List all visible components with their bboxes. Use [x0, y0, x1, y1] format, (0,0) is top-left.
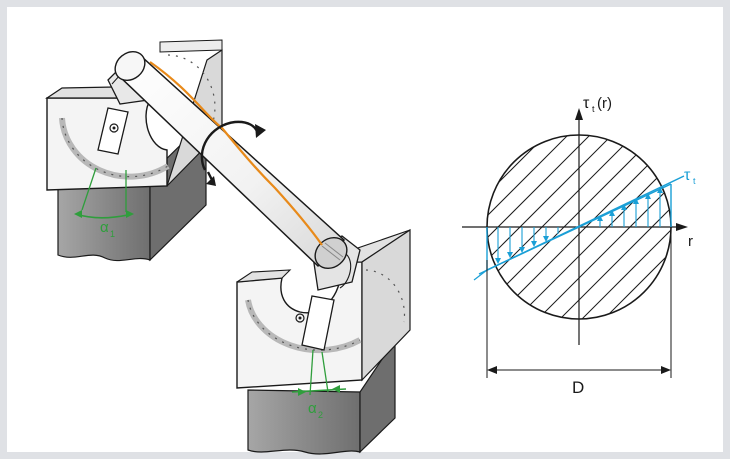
angle-alpha2: α 2: [291, 349, 347, 420]
right-support-post: [247, 389, 361, 455]
torque-arrow: [200, 120, 260, 171]
specimen-rod: [114, 50, 348, 270]
twist-marker-line: [149, 61, 323, 246]
tau-line-subscript: t: [693, 176, 696, 186]
diameter-label: D: [572, 378, 584, 397]
alpha2-label: α: [308, 400, 317, 417]
tau-axis-label: τ: [583, 95, 590, 112]
alpha1-subscript: 1: [110, 229, 115, 239]
r-axis-label: r: [688, 233, 693, 250]
tau-axis-subscript: t: [592, 104, 595, 114]
tau-line-label: τ: [684, 167, 691, 184]
cross-section-diagram: τ t (r) τ t r D: [462, 95, 696, 397]
alpha1-label: α: [100, 219, 109, 236]
right-clamp-stand: [236, 228, 411, 455]
section-hatching: [487, 135, 671, 319]
left-support-post: [57, 169, 151, 262]
tau-axis-argument: (r): [597, 95, 612, 112]
angle-alpha1: α 1: [74, 167, 134, 239]
alpha2-subscript: 2: [318, 410, 323, 420]
